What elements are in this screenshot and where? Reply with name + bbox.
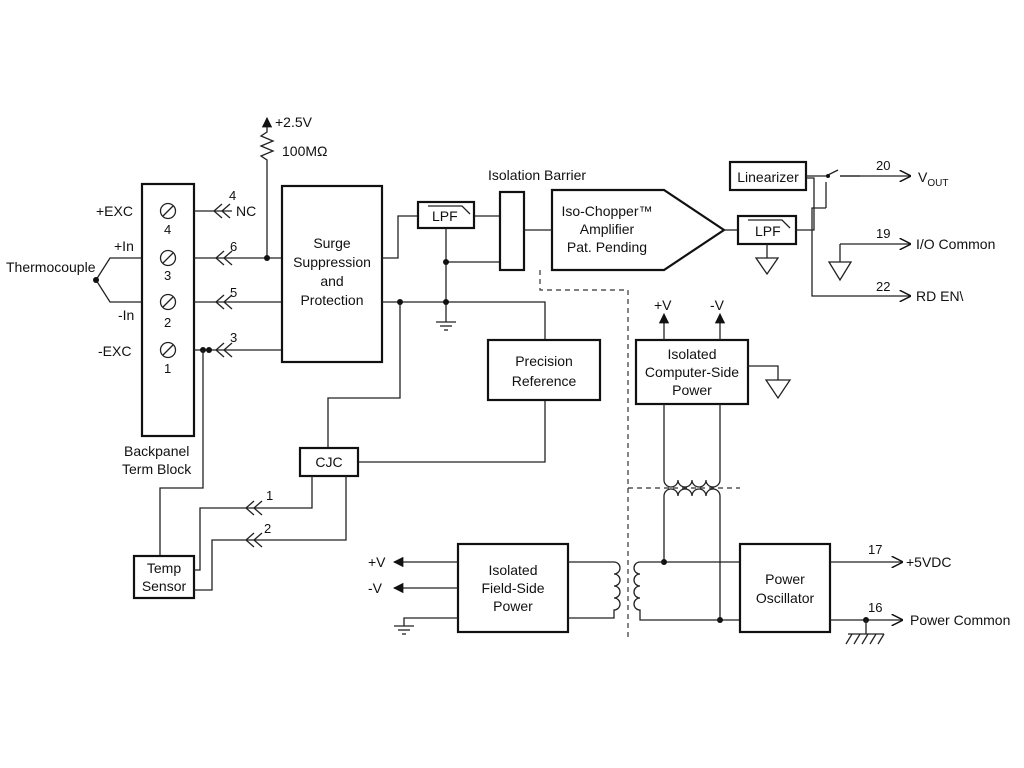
pin-17-number: 17 [868, 542, 882, 557]
osc-label-2: Oscillator [756, 590, 815, 606]
comp-pv-label: +V [654, 297, 672, 313]
iso-comp-label-1: Isolated [667, 346, 716, 362]
iso-chopper-amplifier [550, 188, 726, 272]
vdc5-label: +5VDC [906, 554, 952, 570]
pullup-resistor [259, 116, 275, 261]
io-common-label: I/O Common [916, 236, 995, 252]
lpf-left-block [416, 200, 476, 230]
terminal-number-3: 3 [164, 268, 171, 283]
power-common-label: Power Common [910, 612, 1010, 628]
temp-sensor-wiring [194, 476, 347, 591]
iso-comp-label-2: Computer-Side [645, 364, 739, 380]
lpf-right-label: LPF [755, 223, 781, 239]
output-switch [806, 169, 860, 177]
connector-pin-4 [194, 203, 232, 219]
precision-label-2: Reference [512, 373, 577, 389]
lpf-right-symbol [748, 219, 791, 229]
precision-reference-block [486, 338, 602, 402]
pin-20-number: 20 [876, 158, 890, 173]
cjc-label: CJC [315, 454, 342, 470]
transformer-computer-side [663, 404, 721, 488]
screw-terminal-4 [159, 202, 177, 220]
supply-2v5-label: +2.5V [275, 114, 313, 130]
temp-sensor-label-2: Sensor [142, 578, 187, 594]
temp-sensor-label-1: Temp [147, 560, 181, 576]
linearizer-block [728, 160, 808, 192]
resistor-label: 100MΩ [282, 143, 328, 159]
exc-pos-label: +EXC [96, 203, 133, 219]
precision-label-1: Precision [515, 353, 573, 369]
isolation-barrier-line [539, 270, 629, 640]
pin-22-number: 22 [876, 279, 890, 294]
lpf-right-block [736, 214, 798, 246]
chopper-label-3: Pat. Pending [567, 239, 647, 255]
cjc-block [298, 446, 360, 478]
connector-pin-5 [194, 294, 282, 310]
screw-terminal-2 [159, 293, 177, 311]
exc-neg-label: -EXC [98, 343, 131, 359]
temp-sensor-block [132, 554, 196, 600]
thermocouple-label: Thermocouple [6, 259, 96, 275]
screw-terminal-1 [159, 341, 177, 359]
io-common-ground-icon [827, 261, 853, 282]
thermocouple [93, 257, 142, 303]
isolated-field-power-block [456, 542, 570, 634]
osc-label-1: Power [765, 571, 805, 587]
comp-nv-label: -V [710, 297, 725, 313]
pin-2-number: 2 [264, 521, 271, 536]
ground-field-side [394, 617, 458, 635]
ground-computer-side [748, 365, 792, 400]
in-pos-label: +In [114, 238, 134, 254]
pin-1-number: 1 [266, 488, 273, 503]
lpf-to-linearizer [796, 177, 815, 231]
pin-4-number: 4 [229, 188, 236, 203]
isolation-barrier-label: Isolation Barrier [488, 167, 586, 183]
backpanel-label-line2: Term Block [122, 461, 192, 477]
isolated-computer-power-block [634, 338, 750, 406]
power-oscillator-block [738, 542, 832, 634]
chassis-ground-icon [845, 620, 885, 645]
linearizer-label: Linearizer [737, 169, 799, 185]
surge-label-4: Protection [300, 292, 363, 308]
chopper-label-2: Amplifier [580, 221, 635, 237]
lpf-left-label: LPF [432, 208, 458, 224]
rd-en-label: RD EN\ [916, 288, 964, 304]
vout-label: VOUT [918, 169, 948, 189]
iso-field-label-2: Field-Side [481, 580, 544, 596]
surge-label-3: and [320, 273, 343, 289]
signal-wiring [159, 301, 546, 556]
field-nv-label: -V [368, 580, 383, 596]
surge-suppression-block [280, 184, 384, 364]
field-pv-label: +V [368, 554, 386, 570]
lpf-left-symbol [428, 205, 471, 215]
nc-label: NC [236, 203, 256, 219]
chopper-label-1: Iso-Chopper™ [561, 203, 652, 219]
rd-en-line [811, 207, 910, 296]
iso-comp-label-3: Power [672, 382, 712, 398]
surge-label-1: Surge [313, 235, 351, 251]
transformer-oscillator-side [663, 488, 740, 621]
iso-field-label-1: Isolated [488, 562, 537, 578]
isolation-barrier-block [498, 190, 526, 272]
screw-terminal-3 [159, 249, 177, 267]
ground-left-signal [436, 321, 456, 331]
pin-5-number: 5 [230, 285, 237, 300]
pin-3-number: 3 [230, 330, 237, 345]
terminal-number-2: 2 [164, 315, 171, 330]
surge-label-2: Suppression [293, 254, 371, 270]
transformer-field-side [568, 561, 720, 621]
ground-lpf-right [754, 244, 780, 276]
connector-pin-2 [245, 532, 263, 548]
pin-19-number: 19 [876, 226, 890, 241]
pin-6-number: 6 [230, 239, 237, 254]
backpanel-label-line1: Backpanel [124, 443, 189, 459]
terminal-number-4: 4 [164, 222, 171, 237]
pin-16-number: 16 [868, 600, 882, 615]
connector-pin-1 [245, 500, 263, 516]
in-neg-label: -In [118, 307, 134, 323]
iso-field-label-3: Power [493, 598, 533, 614]
terminal-number-1: 1 [164, 361, 171, 376]
